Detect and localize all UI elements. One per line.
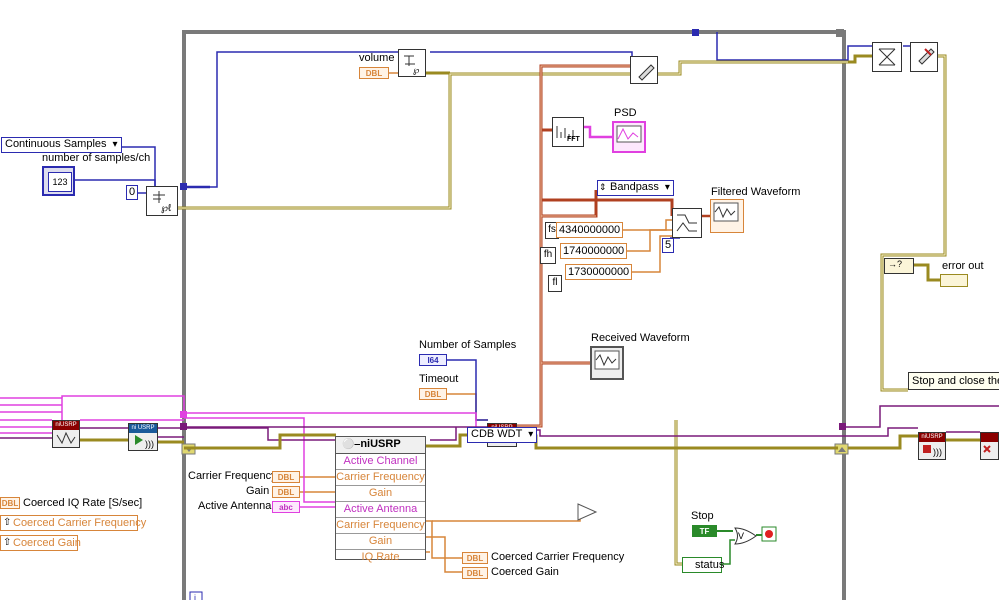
niusrp-abort-vi[interactable]: niUSRP ))) <box>918 432 946 460</box>
coerced-gain-label: Coerced Gain <box>491 566 559 578</box>
niusrp-close-vi[interactable] <box>980 432 999 460</box>
active-antenna-terminal[interactable]: abc <box>272 501 300 513</box>
psd-graph-indicator <box>612 121 646 153</box>
samples-per-channel-label: number of samples/ch <box>42 152 151 164</box>
filter-type-ring[interactable]: ⇕Bandpass <box>597 180 674 196</box>
stop-label: Stop <box>691 510 714 522</box>
filter-type-value: Bandpass <box>610 181 659 193</box>
niusrp-initiate-vi[interactable]: ni USRP ))) <box>128 423 158 451</box>
pn-row-carrier-frequency-out[interactable]: Carrier Frequency <box>336 518 425 534</box>
coerced-carrier-terminal: DBL <box>462 552 488 564</box>
received-waveform-graph <box>590 346 624 380</box>
property-node-title: niUSRP <box>360 438 401 450</box>
stop-button-terminal[interactable]: TF <box>692 525 717 537</box>
samples-per-channel-control[interactable]: 123 <box>42 166 75 196</box>
status-unbundle: status <box>682 557 725 573</box>
coerced-gain-left-box: ⇧ Coerced Gain <box>0 535 81 551</box>
active-antenna-label: Active Antenna <box>198 500 272 512</box>
coerced-carrier-left-label: Coerced Carrier Frequency <box>13 517 147 529</box>
fs-param-label: fs <box>545 222 559 239</box>
carrier-frequency-label: Carrier Frequency <box>188 470 277 482</box>
fl-constant[interactable]: 1730000000 <box>565 264 633 280</box>
timeout-label: Timeout <box>419 373 459 385</box>
while-loop-frame <box>182 30 846 600</box>
volume-terminal[interactable]: DBL <box>359 67 389 79</box>
or-gate <box>734 527 757 545</box>
pn-row-active-channel[interactable]: Active Channel <box>336 454 425 470</box>
svg-text:℘ℓ: ℘ℓ <box>161 203 172 214</box>
psd-label: PSD <box>614 107 637 119</box>
svg-text:))): ))) <box>933 447 942 457</box>
gain-terminal[interactable]: DBL <box>272 486 300 498</box>
number-of-samples-label: Number of Samples <box>419 339 517 351</box>
coerced-gain-left-label: Coerced Gain <box>13 537 81 549</box>
svg-text:))): ))) <box>145 439 154 449</box>
status-text: status <box>695 559 725 571</box>
zero-constant[interactable]: 0 <box>126 185 139 200</box>
coerced-carrier-label: Coerced Carrier Frequency <box>491 551 625 563</box>
niusrp-property-node[interactable]: ⚪‒ niUSRP Active Channel Carrier Frequen… <box>335 436 426 563</box>
filtered-waveform-graph <box>710 199 744 233</box>
received-waveform-label: Received Waveform <box>591 332 690 344</box>
pn-row-active-antenna[interactable]: Active Antenna <box>336 502 425 518</box>
daq-stop-task-vi[interactable] <box>872 42 902 72</box>
fft-power-spectrum-vi[interactable]: FFT <box>552 117 584 147</box>
svg-text:V: V <box>738 531 744 541</box>
coerced-iq-rate-indicator: DBL <box>0 497 20 509</box>
svg-text:℘: ℘ <box>413 65 419 75</box>
pn-row-gain-in[interactable]: Gain <box>336 486 425 502</box>
pn-row-iq-rate[interactable]: IQ Rate <box>361 551 400 563</box>
timeout-terminal[interactable]: DBL <box>419 388 447 400</box>
daq-timing-vi[interactable]: ℘ℓ <box>146 186 178 216</box>
loop-tunnel-corner <box>836 29 844 37</box>
filter-vi[interactable] <box>672 208 702 238</box>
error-out-label: error out <box>942 260 984 272</box>
coerced-gain-terminal: DBL <box>462 567 488 579</box>
carrier-frequency-terminal[interactable]: DBL <box>272 471 300 483</box>
fs-constant[interactable]: 4340000000 <box>556 222 624 238</box>
fft-text: FFT <box>567 136 580 143</box>
unbundle-probe <box>577 503 598 521</box>
property-node-ref-icon: ⚪‒ <box>342 439 361 450</box>
coerced-iq-rate-label: Coerced IQ Rate [S/sec] <box>23 497 143 509</box>
volume-label: volume <box>359 52 395 64</box>
error-out-terminal <box>940 274 968 287</box>
daq-write-volume-vi[interactable]: ℘ <box>398 49 426 77</box>
number-of-samples-terminal[interactable]: I64 <box>419 354 447 366</box>
cdb-wdt-ring[interactable]: CDB WDT <box>467 427 538 443</box>
niusrp-icon-banner: niUSRP <box>53 421 79 430</box>
numeric-control-icon: 123 <box>48 172 72 192</box>
coerced-carrier-left-box: ⇧ Coerced Carrier Frequency <box>0 515 146 531</box>
loop-iteration-terminal: i <box>194 593 196 600</box>
stop-close-comment: Stop and close the <box>908 372 999 390</box>
fh-constant[interactable]: 1740000000 <box>560 243 628 259</box>
loop-tunnel-top <box>692 29 699 36</box>
daq-write-vi[interactable] <box>630 56 658 84</box>
niusrp-abort-banner: niUSRP <box>919 433 945 442</box>
niusrp-initiate-banner: ni USRP <box>129 424 157 433</box>
filtered-waveform-label: Filtered Waveform <box>711 186 801 198</box>
fh-param-label: fh <box>540 247 556 264</box>
gain-label: Gain <box>246 485 270 497</box>
filter-order-constant[interactable]: 5 <box>662 238 675 253</box>
daq-clear-task-vi[interactable] <box>910 42 938 72</box>
fl-param-label: fl <box>548 275 562 292</box>
simple-error-handler-vi[interactable]: →? <box>884 258 914 274</box>
samples-mode-ring[interactable]: Continuous Samples <box>1 137 122 153</box>
niusrp-configure-vi[interactable]: niUSRP <box>52 420 80 448</box>
pn-row-gain-out[interactable]: Gain <box>336 534 425 550</box>
pn-row-carrier-frequency-in[interactable]: Carrier Frequency <box>336 470 425 486</box>
